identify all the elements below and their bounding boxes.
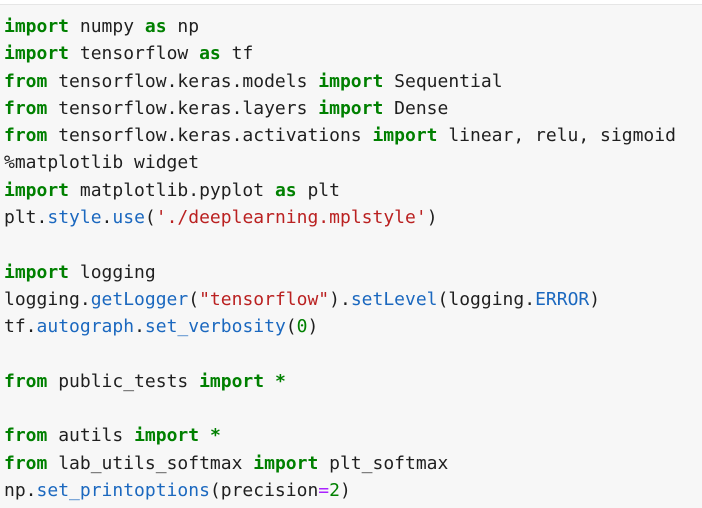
text-token: logging [69, 261, 156, 283]
attribute-token: getLogger [90, 288, 189, 310]
text-token: ). [329, 288, 351, 310]
text-token: . [101, 207, 113, 229]
code-line: import logging [4, 259, 676, 286]
keyword-token: * [274, 370, 286, 392]
text-token: numpy [69, 16, 145, 37]
keyword-token: from [4, 452, 48, 474]
text-token: matplotlib.pyplot [69, 179, 275, 201]
keyword-token: import [372, 125, 438, 147]
code-line: import numpy as np [4, 13, 676, 40]
code-line: from tensorflow.keras.models import Sequ… [4, 68, 676, 95]
text-token: tensorflow [69, 43, 200, 65]
code-line: np.set_printoptions(precision=2) [4, 477, 676, 504]
code-line: from tensorflow.keras.layers import Dens… [4, 95, 676, 122]
keyword-token: import [4, 16, 70, 37]
text-token: tf. [4, 316, 37, 338]
number-token: 0 [296, 316, 308, 338]
text-token: np [166, 16, 200, 37]
keyword-token: as [199, 43, 221, 65]
code-line [4, 395, 676, 422]
keyword-token: as [274, 179, 297, 201]
code-line [4, 341, 676, 368]
text-token: lab_utils_softmax [47, 452, 254, 474]
code-line [4, 231, 676, 258]
code-line: logging.getLogger("tensorflow").setLevel… [4, 286, 676, 313]
text-token: tensorflow.keras.layers [47, 97, 319, 119]
keyword-token: import [4, 43, 70, 65]
text-token: np. [4, 480, 37, 502]
text-token: logging. [4, 288, 91, 310]
code-line: from lab_utils_softmax import plt_softma… [4, 450, 676, 477]
text-token: autils [47, 425, 135, 447]
attribute-token: setLevel [350, 288, 438, 310]
keyword-token: import [253, 452, 319, 474]
number-token: 2 [329, 480, 340, 502]
text-token: ( [285, 316, 297, 338]
code-line: import tensorflow as tf [4, 40, 676, 67]
keyword-token: as [144, 16, 167, 37]
keyword-token: import [4, 261, 70, 283]
code-line: from public_tests import * [4, 368, 676, 395]
code-line: from autils import * [4, 422, 676, 449]
text-token: Dense [383, 97, 449, 119]
code-line: plt.style.use('./deeplearning.mplstyle') [4, 204, 676, 231]
keyword-token: import [4, 179, 70, 201]
text-token: public_tests [47, 370, 200, 392]
operator-token: = [318, 480, 330, 502]
text-token: plt. [4, 207, 48, 229]
code-line: tf.autograph.set_verbosity(0) [4, 313, 676, 340]
text-token: (logging. [437, 288, 536, 310]
text-token: tensorflow.keras.models [47, 70, 319, 92]
code-line: import matplotlib.pyplot as plt [4, 177, 676, 204]
text-token: Sequential [383, 70, 503, 92]
keyword-token: import [318, 70, 384, 92]
text-token: linear, relu, sigmoid [437, 125, 676, 147]
keyword-token: from [4, 125, 48, 147]
keyword-token: from [4, 97, 48, 119]
keyword-token: from [4, 370, 48, 392]
text-token: tf [220, 43, 254, 65]
text-token [199, 425, 210, 446]
code-line: %matplotlib widget [4, 149, 676, 176]
text-token: plt_softmax [318, 452, 449, 474]
text-token: (precision [209, 480, 319, 502]
attribute-token: autograph [36, 316, 135, 338]
text-token: %matplotlib widget [4, 152, 200, 174]
keyword-token: import [134, 425, 200, 447]
text-token: ) [307, 316, 319, 338]
keyword-token: import [199, 370, 265, 392]
text-token: tensorflow.keras.activations [47, 125, 373, 147]
attribute-token: use [112, 207, 145, 229]
text-token: ) [426, 207, 438, 229]
keyword-token: import [318, 97, 384, 119]
string-token: './deeplearning.mplstyle' [155, 207, 427, 229]
keyword-token: * [209, 425, 221, 447]
string-token: "tensorflow" [199, 288, 330, 310]
text-token [264, 371, 275, 392]
attribute-token: ERROR [535, 288, 590, 310]
text-token: ( [144, 207, 156, 229]
attribute-token: style [47, 207, 102, 229]
text-token: ) [589, 288, 601, 310]
text-token: . [134, 316, 145, 338]
text-token: ) [339, 480, 351, 502]
text-token: ( [188, 288, 200, 310]
keyword-token: from [4, 70, 48, 92]
attribute-token: set_printoptions [36, 480, 210, 502]
text-token: plt [296, 179, 340, 201]
code-line: from tensorflow.keras.activations import… [4, 122, 676, 149]
attribute-token: set_verbosity [144, 316, 286, 338]
keyword-token: from [4, 425, 48, 447]
